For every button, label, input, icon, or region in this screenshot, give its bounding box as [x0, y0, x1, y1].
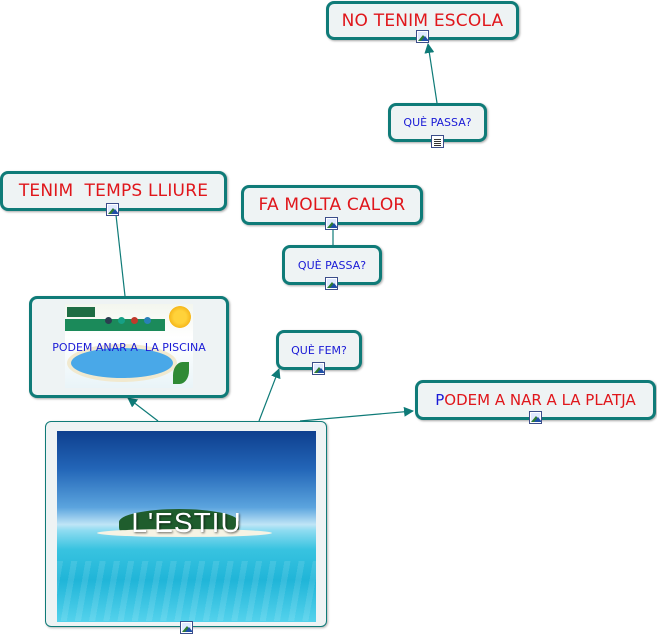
- node-que-fem[interactable]: QUÈ FEM?: [276, 330, 362, 370]
- node-podem-anar-piscina-label: PODEM ANAR A LA PISCINA: [52, 341, 206, 354]
- node-no-tenim-escola-label: NO TENIM ESCOLA: [341, 10, 504, 31]
- image-icon[interactable]: [180, 621, 193, 634]
- node-fa-molta-calor[interactable]: FA MOLTA CALOR: [241, 185, 423, 225]
- link-lestiu-to-platja: [299, 406, 414, 422]
- image-icon[interactable]: [106, 203, 119, 216]
- node-podem-anar-piscina[interactable]: PODEM ANAR A LA PISCINA: [29, 296, 229, 398]
- node-que-passa-mid-label: QUÈ PASSA?: [297, 258, 367, 272]
- image-icon[interactable]: [312, 362, 325, 375]
- document-icon[interactable]: [431, 135, 444, 148]
- node-podem-platja-label: PODEM A NAR A LA PLATJA: [435, 391, 636, 409]
- node-lestiu[interactable]: L'ESTIU: [45, 421, 327, 627]
- link-lestiu-to-piscina: [127, 397, 159, 422]
- link-lestiu-to-que-fem: [258, 368, 281, 422]
- node-lestiu-label: L'ESTIU: [131, 507, 242, 538]
- link-que-passa-to-no-tenim-escola: [424, 43, 438, 104]
- image-icon[interactable]: [325, 217, 338, 230]
- image-icon[interactable]: [325, 277, 338, 290]
- node-fa-molta-calor-label: FA MOLTA CALOR: [258, 195, 406, 215]
- piscina-image: [65, 304, 193, 388]
- node-que-fem-label: QUÈ FEM?: [291, 343, 347, 357]
- image-icon[interactable]: [416, 30, 429, 43]
- link-piscina-to-temps-lliure: [115, 214, 126, 297]
- beach-photo: L'ESTIU: [57, 431, 316, 622]
- node-tenim-temps-lliure-label: TENIM TEMPS LLIURE: [18, 181, 209, 201]
- node-que-passa-top-label: QUÈ PASSA?: [403, 116, 472, 129]
- image-icon[interactable]: [529, 411, 542, 424]
